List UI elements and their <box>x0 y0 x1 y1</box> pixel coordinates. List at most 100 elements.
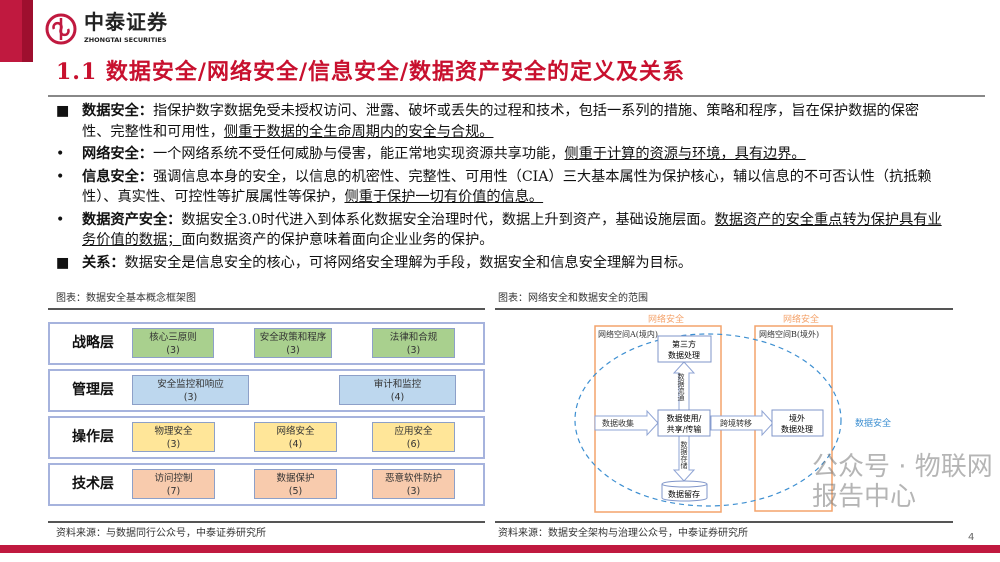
cell-count: (3) <box>166 345 180 356</box>
brand-bar <box>0 0 22 62</box>
framework-cell: 网络安全(4) <box>254 422 337 452</box>
bullet-term: 数据资产安全： <box>82 211 182 228</box>
framework-cell: 应用安全(6) <box>372 422 455 452</box>
cell-label: 法律和合规 <box>389 332 438 343</box>
bullet-marker: ■ <box>56 254 70 271</box>
cell-count: (3) <box>286 345 300 356</box>
framework-cell: 数据保护 (5) <box>254 469 337 499</box>
bullet-data-security: ■数据安全：指保护数字数据免受未授权访问、泄露、破坏或丢失的过程和技术，包括一系… <box>56 101 946 142</box>
collect-arrow <box>594 409 659 437</box>
third-party-box <box>657 335 712 363</box>
bullet-emphasis: 侧重于数据的全生命周期内的安全与合规。 <box>223 123 494 140</box>
space-b-label: 网络空间B(境外) <box>759 329 819 339</box>
cell-count: (4) <box>288 439 303 450</box>
third-party-label-2: 数据处理 <box>668 350 700 360</box>
framework-cell: 安全监控和响应 (3) <box>132 375 249 405</box>
left-figure-source: 资料来源：与数据同行公众号，中泰证券研究所 <box>56 528 266 539</box>
bullet-marker: • <box>56 168 65 185</box>
framework-cell: 物理安全(3) <box>132 422 215 452</box>
bullet-text: 一个网络系统不受任何威胁与侵害，能正常地实现资源共享功能， <box>152 146 565 162</box>
right-figure-caption: 图表：网络安全和数据安全的范围 <box>498 293 648 304</box>
cell-label: 访问控制 <box>154 473 193 484</box>
bullet-marker: • <box>56 211 65 228</box>
net-sec-label-b: 网络安全 <box>783 313 819 325</box>
layer-management: 管理层 安全监控和响应 (3) 审计和监控(4) <box>48 369 485 412</box>
layer-label: 技术层 <box>72 476 114 492</box>
cell-label: 审计和监控 <box>373 379 422 390</box>
layer-label: 战略层 <box>72 335 114 351</box>
flow-up-arrow <box>672 361 696 411</box>
page-title: 1.1 数据安全/网络安全/信息安全/数据资产安全的定义及关系 <box>56 59 686 85</box>
framework-cell: 恶意软件防护 (3) <box>372 469 455 499</box>
cross-label: 跨境转移 <box>720 418 752 428</box>
layer-strategy: 战略层 核心三原则 (3) 安全政策和程序 (3) 法律和合规 (3) <box>48 322 485 365</box>
title-divider <box>48 95 985 97</box>
cell-count: (5) <box>288 486 303 497</box>
source-divider <box>495 521 953 523</box>
cylinder-top <box>661 480 708 488</box>
data-use-label: 数据使用/ <box>667 413 702 423</box>
footer-bar <box>0 545 1000 553</box>
bullet-data-asset-security: • 数据资产安全：数据安全3.0时代进入到体系化数据安全治理时代，数据上升到资产，… <box>56 210 946 251</box>
cell-label: 安全政策和程序 <box>259 332 327 343</box>
framework-cell: 法律和合规 (3) <box>372 328 455 358</box>
retain-label: 数据留存 <box>668 489 700 499</box>
data-retain-cylinder <box>661 484 708 502</box>
bullet-tail: 面向数据资产的保护意味着面向企业业务的保护。 <box>181 232 494 248</box>
source-divider <box>48 521 485 523</box>
storage-arrow <box>672 435 696 482</box>
bullet-text: 指保护数字数据免受未授权访问、泄露、破坏或丢失的过程和技术，包括一系列的措施、策… <box>82 103 920 140</box>
cell-count: (3) <box>183 392 198 403</box>
framework-cell: 核心三原则 (3) <box>132 328 214 358</box>
bullet-text: 数据安全3.0时代进入到体系化数据安全治理时代，数据上升到资产，基础设施层面。 <box>181 211 715 228</box>
cell-count: (3) <box>406 345 421 356</box>
bullet-term: 关系： <box>82 254 125 271</box>
page-number: 4 <box>968 532 975 543</box>
cell-count: (3) <box>166 439 181 450</box>
third-party-label: 第三方 <box>672 339 696 349</box>
bullet-emphasis: 侧重于计算的资源与环境，具有边界。 <box>564 146 806 162</box>
bullet-text: 强调信息本身的安全，以信息的机密性、完整性、可用性（CIA）三大基本属性为保护核… <box>82 168 932 206</box>
cell-label: 安全监控和响应 <box>157 379 224 390</box>
cell-label: 核心三原则 <box>149 332 197 343</box>
bullet-emphasis: 数据资产的安全重点转为保护具有业务价值的数据； <box>82 211 942 249</box>
layer-label: 操作层 <box>72 429 114 445</box>
data-use-label-2: 共享/传输 <box>667 424 702 434</box>
layer-operation: 操作层 物理安全(3) 网络安全(4) 应用安全(6) <box>48 416 485 459</box>
bullet-marker: ■ <box>56 103 70 119</box>
definition-list: ■数据安全：指保护数字数据免受未授权访问、泄露、破坏或丢失的过程和技术，包括一系… <box>56 101 946 275</box>
data-sec-label: 数据安全 <box>855 417 891 429</box>
cell-count: (7) <box>166 486 181 497</box>
cell-count: (6) <box>406 439 421 450</box>
brand-name-en: ZHONGTAI SECURITIES <box>84 36 167 44</box>
bullet-information-security: • 信息安全：强调信息本身的安全，以信息的机密性、完整性、可用性（CIA）三大基本… <box>56 167 946 208</box>
framework-cell: 审计和监控(4) <box>339 375 456 405</box>
space-a-label: 网络空间A(境内) <box>598 329 658 339</box>
brand-bar-dark <box>22 0 33 62</box>
watermark: 公众号 · 物联网报告中心 <box>812 452 993 512</box>
caption-divider <box>495 308 953 310</box>
bullet-term: 信息安全： <box>82 168 153 185</box>
cell-count: (3) <box>406 486 421 497</box>
caption-divider <box>48 308 485 310</box>
bullet-term: 网络安全： <box>82 146 153 162</box>
bullet-relationship: ■ 关系：数据安全是信息安全的核心，可将网络安全理解为手段，数据安全和信息安全理解… <box>56 253 946 274</box>
framework-cell: 访问控制 (7) <box>132 469 215 499</box>
bullet-emphasis: 侧重于保护一切有价值的信息。 <box>344 189 544 205</box>
bullet-text: 数据安全是信息安全的核心，可将网络安全理解为手段，数据安全和信息安全理解为目标。 <box>124 254 693 271</box>
cell-label: 恶意软件防护 <box>384 473 442 484</box>
bullet-marker: • <box>56 146 65 162</box>
data-use-box <box>657 409 711 437</box>
framework-cell: 安全政策和程序 (3) <box>254 328 332 358</box>
brand-name: 中泰证券 <box>84 10 168 34</box>
layer-technology: 技术层 访问控制 (7) 数据保护 (5) 恶意软件防护 (3) <box>48 463 485 506</box>
foreign-label: 境外 <box>789 413 805 423</box>
collect-label: 数据收集 <box>602 418 634 428</box>
flow-up-label: 数据流通 <box>677 372 685 402</box>
storage-arrow-label: 数据存储 <box>680 440 688 470</box>
zhongtai-logo-icon <box>45 13 77 45</box>
right-figure-source: 资料来源：数据安全架构与治理公众号，中泰证券研究所 <box>498 528 748 539</box>
cell-label: 数据保护 <box>276 473 315 484</box>
layer-label: 管理层 <box>72 382 114 398</box>
